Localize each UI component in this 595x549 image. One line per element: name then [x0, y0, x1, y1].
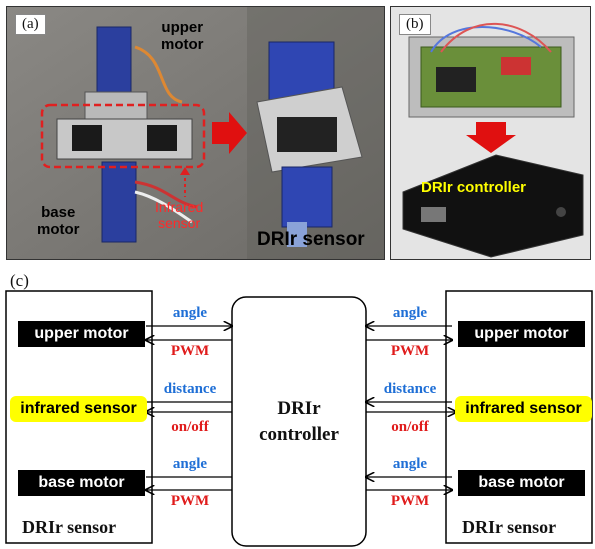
- drir-sensor-base-servo: [281, 166, 333, 228]
- right-base-motor-label: base motor: [458, 470, 585, 496]
- right-pwm-base: PWM: [390, 493, 430, 509]
- controller-box-diagram: [231, 296, 367, 547]
- right-angle-upper: angle: [392, 305, 428, 321]
- left-pwm-upper: PWM: [170, 343, 210, 359]
- photo-b: (b) DRIr controller: [390, 6, 591, 260]
- left-angle-upper: angle: [172, 305, 208, 321]
- right-distance: distance: [383, 381, 437, 397]
- panel-label-a: (a): [15, 14, 46, 35]
- left-onoff: on/off: [171, 419, 209, 435]
- panel-label-c: (c): [10, 271, 29, 290]
- controller-box: [402, 154, 584, 258]
- left-base-motor-label: base motor: [18, 470, 145, 496]
- upper-servo: [96, 26, 132, 103]
- left-pwm-base: PWM: [170, 493, 210, 509]
- base-motor-caption: base motor: [37, 204, 80, 238]
- drir-sensor-photo-caption: DRIr sensor: [257, 229, 365, 250]
- left-sensor-box: [5, 290, 153, 544]
- right-pwm-upper: PWM: [390, 343, 430, 359]
- right-infrared-sensor-label: infrared sensor: [455, 396, 592, 422]
- right-upper-motor-label: upper motor: [458, 321, 585, 347]
- left-infrared-sensor-label: infrared sensor: [10, 396, 147, 422]
- left-upper-motor-label: upper motor: [18, 321, 145, 347]
- controller-title-line2: controller: [259, 424, 339, 445]
- left-angle-base: angle: [172, 456, 208, 472]
- upper-motor-caption: upper motor: [161, 19, 204, 53]
- red-arrow-a: [212, 112, 247, 154]
- left-box-caption: DRIr sensor: [22, 517, 117, 537]
- red-arrow-b: [466, 122, 516, 153]
- infrared-sensor-caption: Infrared sensor: [155, 199, 204, 231]
- drir-controller-photo-caption: DRIr controller: [421, 179, 527, 196]
- right-angle-base: angle: [392, 456, 428, 472]
- photo-a-illustration: [7, 7, 384, 259]
- right-onoff: on/off: [391, 419, 429, 435]
- controller-title-line1: DRIr: [277, 398, 321, 419]
- photo-a: (a) upper motor base motor Infrared sens…: [6, 6, 385, 260]
- infrared-highlight-box: [40, 103, 206, 169]
- left-distance: distance: [163, 381, 217, 397]
- panel-label-b: (b): [399, 14, 431, 35]
- photo-b-illustration: [391, 7, 590, 259]
- base-servo: [101, 161, 137, 243]
- right-box-caption: DRIr sensor: [462, 517, 557, 537]
- right-sensor-box: [445, 290, 593, 544]
